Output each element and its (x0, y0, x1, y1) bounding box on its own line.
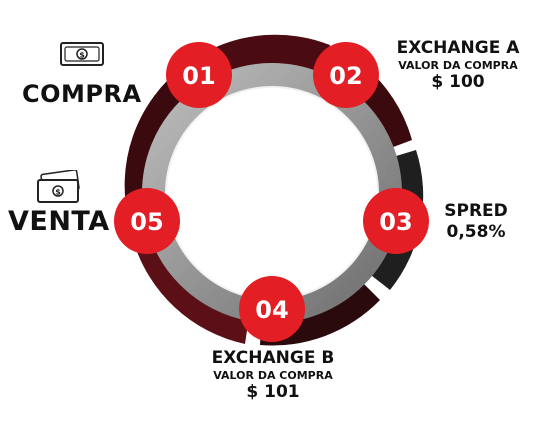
exchange-a-block: EXCHANGE A VALOR DA COMPRA $ 100 (388, 40, 528, 91)
inner-ring-edge (165, 86, 379, 300)
spread-block: SPRED 0,58% (438, 203, 514, 241)
spread-title: SPRED (444, 201, 508, 221)
exchange-b-block: EXCHANGE B VALOR DA COMPRA $ 101 (198, 350, 348, 401)
inner-ring-band (142, 63, 402, 323)
exchange-b-subtitle: VALOR DA COMPRA (213, 369, 333, 382)
step-badge-04: 04 (239, 276, 305, 342)
compra-label: COMPRA (22, 80, 142, 108)
svg-text:$: $ (79, 51, 85, 60)
exchange-a-title: EXCHANGE A (396, 38, 520, 58)
exchange-a-subtitle: VALOR DA COMPRA (398, 59, 518, 72)
banknote-stack-icon: $ (37, 170, 80, 203)
venta-label: VENTA (8, 206, 110, 237)
step-badge-03: 03 (363, 188, 429, 254)
svg-text:$: $ (55, 188, 61, 197)
exchange-b-title: EXCHANGE B (211, 348, 335, 368)
step-badge-02: 02 (313, 42, 379, 108)
spread-value: 0,58% (446, 222, 506, 242)
step-badge-01: 01 (166, 42, 232, 108)
step-badge-05: 05 (114, 188, 180, 254)
step-number-04: 04 (255, 296, 288, 324)
step-number-05: 05 (130, 208, 163, 236)
step-number-03: 03 (379, 208, 412, 236)
exchange-b-amount: $ 101 (246, 382, 300, 402)
step-number-02: 02 (329, 62, 362, 90)
exchange-a-amount: $ 100 (431, 72, 485, 92)
banknote-icon: $ (60, 42, 104, 66)
inner-ring (142, 63, 402, 323)
step-number-01: 01 (182, 62, 215, 90)
